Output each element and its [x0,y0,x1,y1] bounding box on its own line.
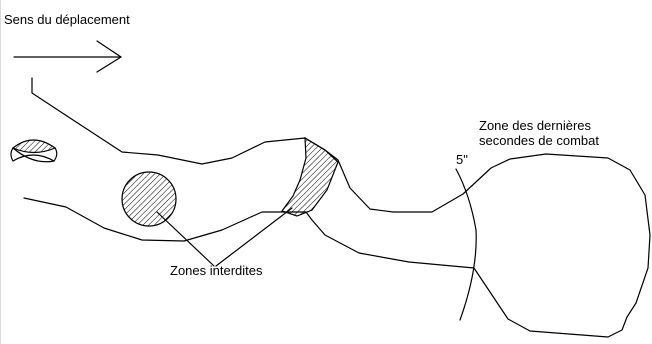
pointer-line-strip [215,207,293,267]
right-arrow-icon [13,40,122,73]
forbidden-zone-strip [281,136,339,217]
pointer-line-circle [156,211,215,267]
five-second-label: 5" [456,152,468,167]
five-second-line [455,168,477,321]
direction-label: Sens du déplacement [4,12,130,27]
entry-lens [10,139,58,163]
end-zone-label: Zone des dernières secondes de combat [479,118,599,148]
forbidden-zone-circle [121,171,177,227]
course-upper-edge [23,77,651,338]
forbidden-zones-label: Zones interdites [170,263,263,278]
page-edge [0,0,1,344]
end-zone-label-line1: Zone des dernières [479,118,592,133]
end-zone-label-line2: secondes de combat [479,133,599,148]
